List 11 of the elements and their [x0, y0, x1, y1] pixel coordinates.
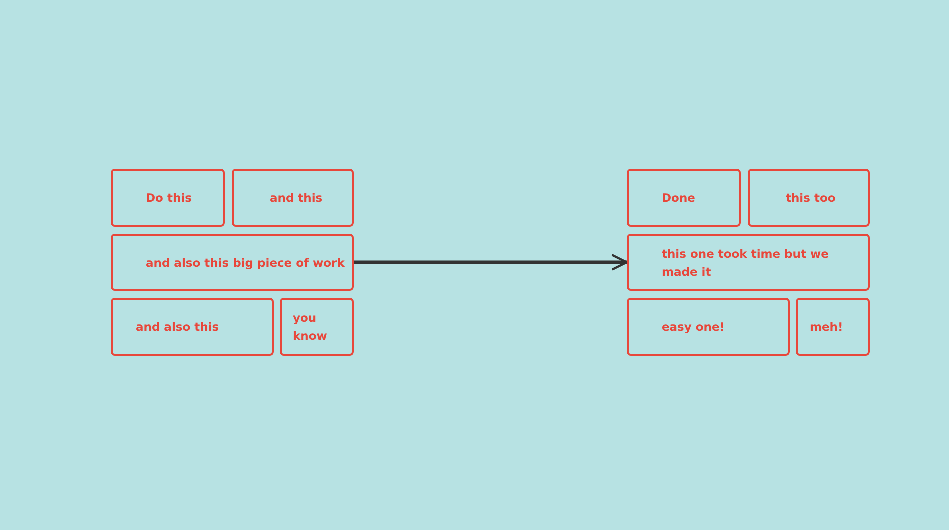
task-box: and also this	[111, 298, 274, 356]
task-box: Do this	[111, 169, 225, 227]
task-box: this one took time but we made it	[627, 234, 870, 291]
arrow	[352, 254, 629, 271]
task-box: easy one!	[627, 298, 790, 356]
task-box: meh!	[796, 298, 870, 356]
task-box: and this	[232, 169, 354, 227]
task-box: you know	[280, 298, 354, 356]
task-box: this too	[748, 169, 870, 227]
task-box: and also this big piece of work	[111, 234, 354, 291]
task-box: Done	[627, 169, 741, 227]
